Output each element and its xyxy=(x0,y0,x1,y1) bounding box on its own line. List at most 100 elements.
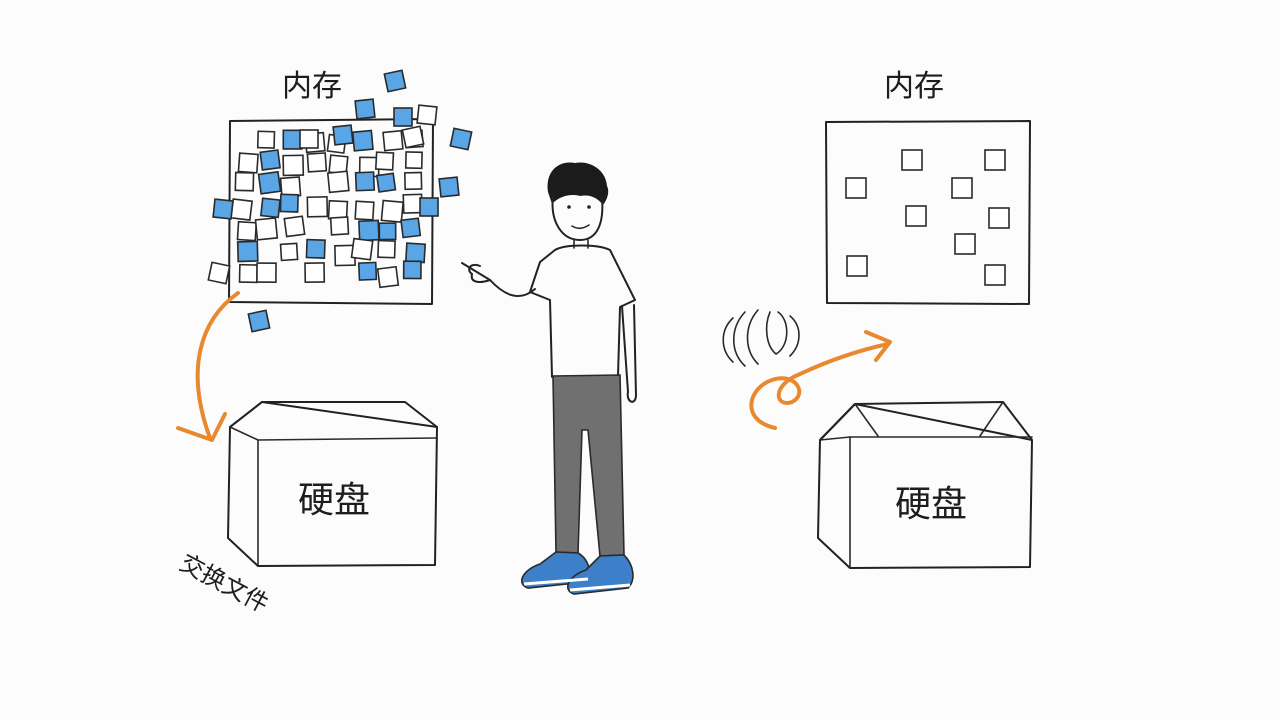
person-shoe-soles xyxy=(523,577,631,592)
memory-page xyxy=(382,129,404,152)
motion-wave-2 xyxy=(733,311,746,367)
memory-page-overflow xyxy=(393,107,413,127)
memory-page xyxy=(984,149,1006,171)
memory-page xyxy=(238,263,259,284)
right-disk-fold-lines xyxy=(854,401,1004,437)
memory-page xyxy=(350,237,374,261)
swap-in-arrow-head xyxy=(864,330,892,362)
memory-page xyxy=(951,177,973,199)
person-face xyxy=(551,195,604,241)
person-figure xyxy=(461,162,637,595)
person-eye-right xyxy=(587,205,591,209)
right-memory-pages xyxy=(845,149,1010,286)
person-hand-pointing xyxy=(461,262,491,283)
right-disk-label: 硬盘 xyxy=(895,484,967,525)
memory-page xyxy=(256,262,277,283)
memory-page xyxy=(845,177,867,199)
memory-page xyxy=(326,170,350,194)
memory-page xyxy=(403,171,423,191)
memory-page xyxy=(234,171,255,192)
right-memory-label: 内存 xyxy=(884,69,944,104)
person-shirt xyxy=(529,244,636,378)
memory-page xyxy=(376,265,400,289)
memory-page xyxy=(354,171,376,192)
memory-page xyxy=(354,200,375,221)
person-neck xyxy=(573,239,589,249)
memory-page-overflow xyxy=(332,124,354,146)
right-memory-group: 内存 xyxy=(825,69,1031,305)
memory-page-overflow xyxy=(416,104,438,126)
memory-page xyxy=(283,215,306,238)
memory-page xyxy=(282,154,305,177)
memory-page xyxy=(306,152,328,173)
memory-page xyxy=(375,172,397,193)
swap-in-motion xyxy=(722,309,892,430)
memory-page xyxy=(259,197,281,219)
memory-page xyxy=(279,242,299,262)
memory-page xyxy=(236,240,259,263)
left-memory-label: 内存 xyxy=(282,69,342,104)
memory-page xyxy=(374,151,395,171)
memory-page-overflow xyxy=(383,69,407,93)
memory-page xyxy=(984,264,1006,286)
memory-page xyxy=(351,129,374,152)
memory-page xyxy=(304,262,326,283)
memory-page xyxy=(237,152,259,174)
memory-page xyxy=(257,170,282,195)
swap-out-arrow-head xyxy=(176,412,227,442)
memory-page xyxy=(282,129,303,150)
left-memory-group: 内存 xyxy=(207,69,473,333)
memory-page xyxy=(236,220,258,242)
left-disk-label: 硬盘 xyxy=(298,480,370,521)
memory-page xyxy=(279,193,299,213)
memory-page xyxy=(256,130,276,149)
motion-wave-5 xyxy=(789,315,800,357)
memory-page xyxy=(329,216,350,236)
memory-page xyxy=(404,151,423,170)
person-eye-left xyxy=(567,205,571,209)
memory-page-overflow xyxy=(419,197,439,217)
memory-page xyxy=(254,217,279,241)
memory-page xyxy=(400,217,422,239)
memory-page xyxy=(954,233,976,255)
right-memory-box xyxy=(825,120,1031,305)
memory-page xyxy=(901,149,923,171)
person-hair xyxy=(547,162,609,205)
memory-page xyxy=(905,205,927,227)
memory-page xyxy=(402,260,422,280)
person-shoe-right xyxy=(566,554,634,595)
left-disk-rim xyxy=(257,437,438,441)
person-smile xyxy=(571,224,590,230)
memory-page-overflow xyxy=(449,127,473,151)
memory-page-overflow xyxy=(207,261,231,285)
memory-page xyxy=(377,239,396,259)
left-memory-box xyxy=(228,118,434,305)
memory-page-overflow xyxy=(247,309,271,333)
person-arm-pointing xyxy=(489,279,536,298)
motion-wave-1 xyxy=(722,317,734,363)
memory-page xyxy=(357,261,378,281)
person-arm-right xyxy=(621,304,637,403)
memory-page xyxy=(404,242,427,264)
memory-page xyxy=(259,149,281,171)
memory-page xyxy=(378,222,397,241)
memory-page-overflow xyxy=(401,125,425,149)
left-memory-pages xyxy=(207,69,473,333)
memory-page xyxy=(230,198,253,221)
left-disk-group: 硬盘 xyxy=(227,401,438,567)
swap-out-arrow xyxy=(176,291,240,442)
memory-page-overflow xyxy=(438,176,460,198)
memory-page xyxy=(358,219,380,242)
memory-page xyxy=(846,255,868,277)
right-disk-edge xyxy=(819,436,851,569)
memory-page-overflow xyxy=(299,129,319,149)
memory-page-overflow xyxy=(212,198,234,220)
memory-page xyxy=(988,207,1010,229)
motion-wave-4 xyxy=(765,311,788,355)
memory-page-overflow xyxy=(354,98,376,120)
motion-wave-3 xyxy=(746,309,759,365)
memory-page xyxy=(402,193,423,214)
memory-page xyxy=(380,199,405,224)
